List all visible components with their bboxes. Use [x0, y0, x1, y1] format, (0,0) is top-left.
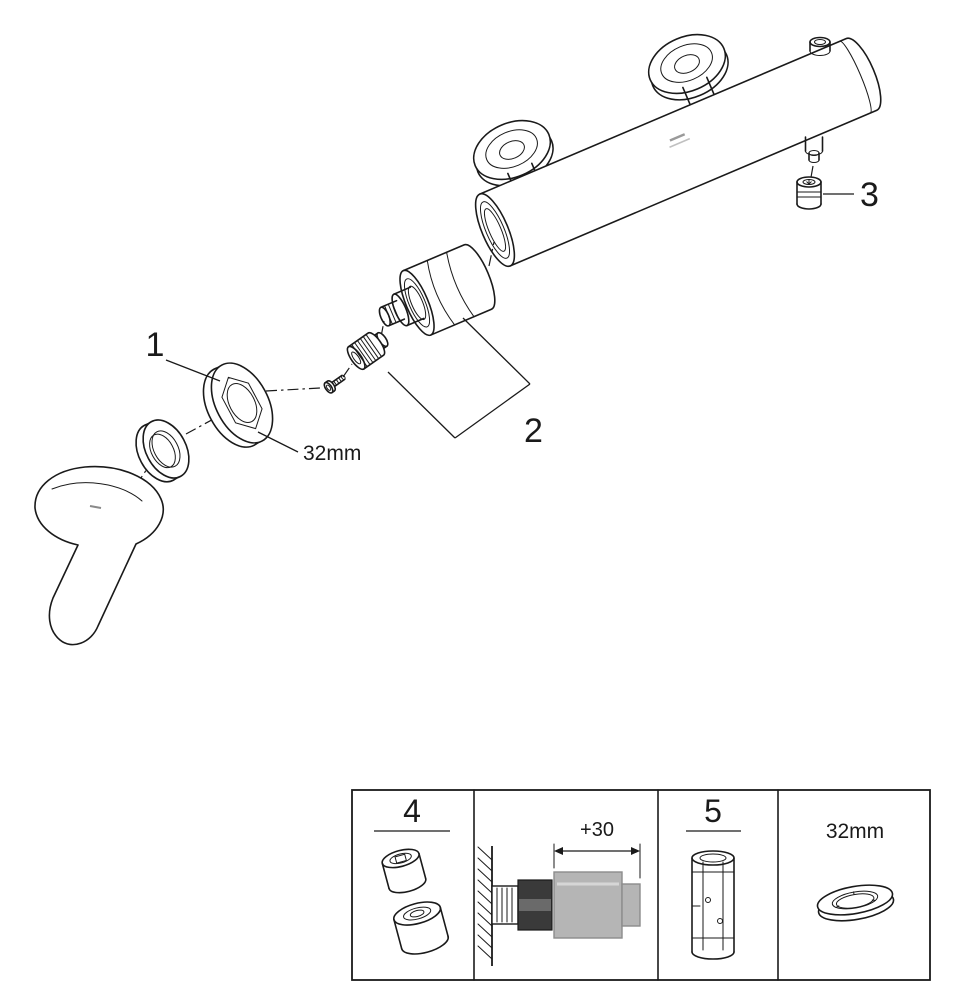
callout-3-label: 3	[860, 176, 879, 214]
panel-cell-tool: 5	[686, 793, 741, 960]
cartridge	[378, 243, 496, 337]
handle-screw	[323, 374, 346, 394]
panel-size-label: 32mm	[826, 820, 884, 843]
centerline-cartridge-body	[488, 241, 495, 267]
panel-cell-accessories: 4	[374, 793, 450, 955]
check-valve-part	[796, 176, 822, 210]
union-nut	[346, 331, 389, 371]
mounting-tool	[691, 850, 735, 960]
mixer-body	[474, 37, 882, 268]
adapter-part-large	[392, 901, 449, 955]
centerline-ring-screw	[265, 387, 321, 392]
panel-item-4-label: 4	[403, 793, 421, 829]
panel-item-5-label: 5	[704, 793, 722, 829]
threaded-nipple	[491, 885, 519, 925]
cap-ring	[202, 362, 274, 448]
dimension-label: +30	[580, 819, 614, 841]
callout-1-leader	[165, 359, 221, 382]
outlet-shank	[804, 136, 824, 163]
callout-1-label: 1	[146, 326, 165, 364]
lever-handle	[34, 465, 164, 646]
parts-panel: 4	[351, 789, 931, 981]
extension-piece	[553, 871, 641, 939]
panel-ring	[816, 884, 895, 922]
size-leader	[257, 431, 299, 453]
brand-mark	[669, 133, 691, 148]
spacer-ring	[135, 419, 190, 483]
centerline-part3	[809, 165, 814, 184]
size-label-32mm: 32mm	[303, 442, 361, 465]
panel-cell-ring: 32mm	[816, 820, 895, 922]
dimension-30: +30	[553, 819, 641, 879]
panel-cell-extension: +30	[477, 819, 641, 966]
adapter-part-small	[381, 848, 427, 894]
callout-2-bracket	[387, 317, 531, 439]
centerline-screw-nut	[342, 363, 353, 378]
callout-2-label: 2	[524, 412, 543, 450]
hex-nut	[517, 879, 553, 931]
top-port-plug	[809, 36, 831, 56]
